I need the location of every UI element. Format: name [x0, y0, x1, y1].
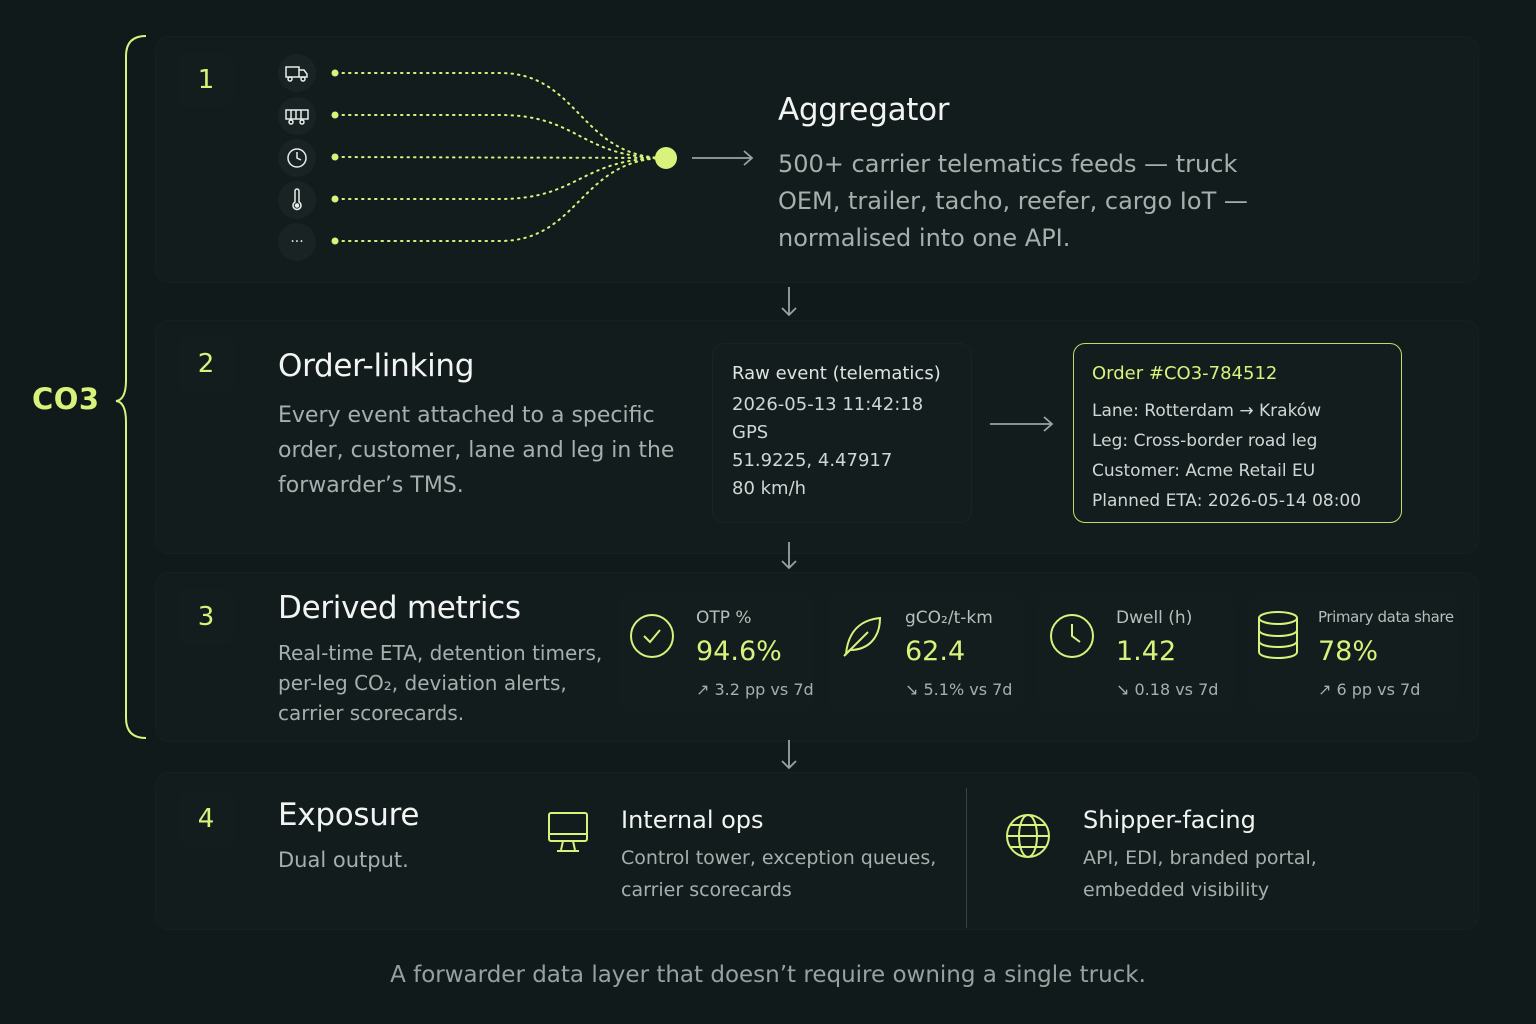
- co3-bracket: [115, 35, 147, 739]
- raw-event-coordinates: 51.9225, 4.47917: [732, 450, 893, 471]
- order-lane-row: Lane: Rotterdam → Kraków: [1092, 401, 1322, 421]
- globe-icon: [1006, 814, 1050, 858]
- trailer-icon: [278, 97, 316, 135]
- metric-value: 1.42: [1116, 636, 1177, 667]
- step-2-number: 2: [178, 336, 234, 392]
- brand-label: CO3: [32, 382, 100, 416]
- metric-label: gCO₂/t-km: [905, 608, 993, 628]
- metric-delta: ↘ 5.1% vs 7d: [905, 680, 1013, 699]
- metric-card-co2: [828, 592, 1024, 712]
- arrow-down-icon: [781, 740, 797, 770]
- shipper-facing-description: API, EDI, branded portal, embedded visib…: [1083, 847, 1317, 901]
- step-1-title: Aggregator: [778, 92, 950, 128]
- tacho-clock-icon: [278, 139, 316, 177]
- aggregation-lines: [331, 69, 754, 245]
- step-4-title: Exposure: [278, 797, 420, 833]
- metric-card-dwell: [1038, 592, 1234, 712]
- step-3-title: Derived metrics: [278, 590, 521, 626]
- footer-tagline: A forwarder data layer that doesn’t requ…: [390, 962, 1146, 988]
- step-2-description: Every event attached to a specific order…: [278, 403, 675, 498]
- check-circle-icon: [630, 614, 674, 658]
- step-4-number: 4: [178, 791, 234, 847]
- metric-label: OTP %: [696, 608, 752, 628]
- leaf-icon: [843, 616, 882, 657]
- metric-card-otp: [618, 592, 814, 712]
- metric-label: Primary data share: [1318, 608, 1454, 626]
- step-1-description: 500+ carrier telematics feeds — truck OE…: [778, 150, 1248, 252]
- order-card: Order #CO3-784512 Lane: Rotterdam → Krak…: [1073, 343, 1402, 523]
- thermometer-icon: [278, 181, 316, 219]
- metric-delta: ↗ 6 pp vs 7d: [1318, 680, 1421, 699]
- internal-ops-title: Internal ops: [621, 806, 764, 834]
- clock-icon: [1050, 614, 1094, 658]
- shipper-facing-title: Shipper-facing: [1083, 806, 1256, 834]
- order-leg-row: Leg: Cross-border road leg: [1092, 431, 1318, 451]
- arrow-down-icon: [781, 287, 797, 317]
- arrow-right-icon: [990, 416, 1054, 432]
- order-customer-row: Customer: Acme Retail EU: [1092, 461, 1316, 481]
- step-1-number: 1: [178, 52, 234, 108]
- metric-delta: ↗ 3.2 pp vs 7d: [696, 680, 814, 699]
- step-3-number: 3: [178, 589, 234, 645]
- internal-ops-description: Control tower, exception queues, carrier…: [621, 847, 937, 901]
- order-eta-row: Planned ETA: 2026-05-14 08:00: [1092, 491, 1362, 511]
- raw-event-timestamp: 2026-05-13 11:42:18: [732, 394, 924, 415]
- metric-value: 94.6%: [696, 636, 782, 667]
- metric-label: Dwell (h): [1116, 608, 1193, 628]
- raw-event-heading: Raw event (telematics): [732, 363, 941, 384]
- raw-event-speed: 80 km/h: [732, 478, 807, 499]
- monitor-icon: [548, 812, 588, 852]
- output-divider: [966, 788, 967, 928]
- metric-value: 78%: [1318, 636, 1379, 667]
- database-icon: [1258, 611, 1298, 659]
- raw-event-type: GPS: [732, 422, 769, 443]
- raw-event-card: Raw event (telematics) 2026-05-13 11:42:…: [712, 343, 972, 523]
- more-icon: ···: [278, 223, 316, 261]
- metric-value: 62.4: [905, 636, 966, 667]
- step-3-description: Real-time ETA, detention timers, per-leg…: [278, 641, 603, 725]
- truck-icon: [278, 54, 316, 92]
- arrow-down-icon: [781, 542, 797, 570]
- step-2-title: Order-linking: [278, 348, 475, 384]
- order-heading: Order #CO3-784512: [1092, 363, 1278, 384]
- step-4-description: Dual output.: [278, 848, 409, 872]
- step-4-panel: [155, 772, 1479, 930]
- metric-delta: ↘ 0.18 vs 7d: [1116, 680, 1219, 699]
